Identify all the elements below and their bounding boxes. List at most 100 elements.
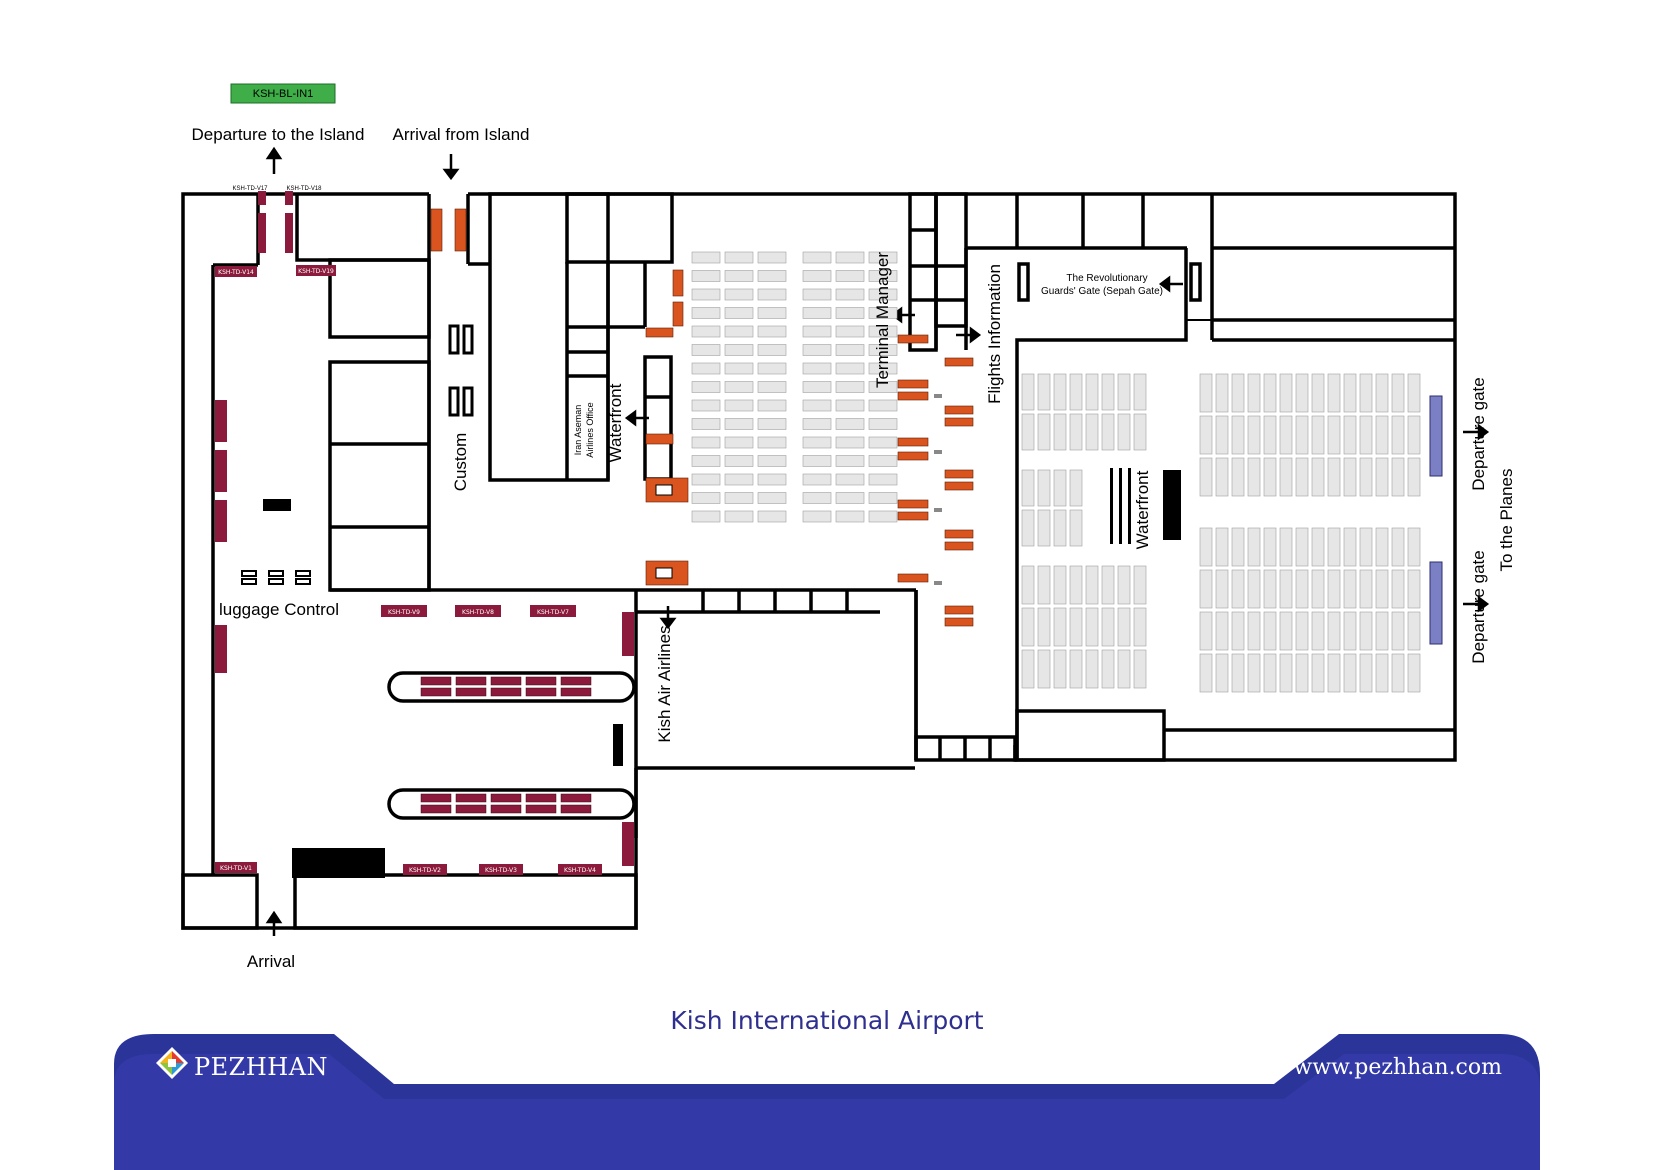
seat-block	[1117, 413, 1131, 451]
seat-block	[1263, 611, 1277, 651]
seat-block	[1407, 569, 1421, 609]
seat-block	[802, 251, 832, 264]
seat-block	[802, 455, 832, 467]
seat-block	[1295, 373, 1309, 413]
revolutionary-gate-line1: The Revolutionary	[1066, 273, 1147, 284]
seat-block	[1247, 373, 1261, 413]
seat-block	[1279, 373, 1293, 413]
seat-block	[802, 381, 832, 393]
flights-information-label: Flights Information	[985, 264, 1004, 404]
seat-block	[691, 381, 721, 393]
pezhhan-logo-icon	[156, 1047, 188, 1079]
seat-block	[1263, 653, 1277, 693]
seat-block	[1295, 569, 1309, 609]
seat-block	[1295, 415, 1309, 455]
seat-block	[1343, 653, 1357, 693]
seat-block	[724, 492, 754, 504]
seat-block	[1247, 653, 1261, 693]
seat-block	[1053, 373, 1067, 411]
seat-block	[691, 418, 721, 430]
tag-v18: KSH-TD-V18	[286, 186, 322, 192]
marker-inserts	[655, 484, 673, 579]
seat-block	[1021, 509, 1035, 547]
seat-block	[1117, 649, 1131, 689]
seat-block	[835, 418, 865, 430]
seat-block	[1199, 653, 1213, 693]
seat-block	[691, 436, 721, 449]
seat-block	[1021, 469, 1035, 507]
seat-block	[802, 307, 832, 319]
seat-block	[1407, 415, 1421, 455]
seat-block	[835, 288, 865, 301]
seat-block	[1037, 607, 1051, 647]
seat-block	[1375, 653, 1389, 693]
seat-block	[1215, 415, 1229, 455]
seat-block	[757, 288, 787, 301]
seat-block	[868, 455, 898, 467]
seat-block	[1327, 569, 1341, 609]
website-link[interactable]: www.pezhhan.com	[1293, 1055, 1502, 1080]
seat-block	[868, 344, 898, 356]
seat-block	[1279, 415, 1293, 455]
check-in-markers	[430, 208, 974, 627]
seat-block	[1279, 653, 1293, 693]
seat-block	[1295, 611, 1309, 651]
seat-block	[1021, 413, 1035, 451]
seat-block	[724, 473, 754, 486]
airport-floor-plan: KSH-BL-IN1 Departure to the Island Arriv…	[181, 83, 1516, 971]
seat-block	[1327, 373, 1341, 413]
belt-panels	[420, 676, 592, 814]
seat-block	[868, 510, 898, 523]
seat-block	[1133, 373, 1147, 411]
seat-block	[1375, 415, 1389, 455]
seat-block	[1391, 611, 1405, 651]
seat-block	[1021, 649, 1035, 689]
footer-title: Kish International Airport	[670, 1006, 984, 1035]
seat-block	[835, 436, 865, 449]
seat-block	[1215, 457, 1229, 497]
top-sign-plate	[230, 83, 336, 104]
seat-block	[835, 362, 865, 375]
seat-block	[802, 270, 832, 282]
seat-block	[1199, 611, 1213, 651]
seat-block	[691, 307, 721, 319]
footer-band	[114, 1034, 1540, 1170]
seat-block	[1279, 569, 1293, 609]
seat-block	[1215, 373, 1229, 413]
seat-block	[1247, 527, 1261, 567]
seat-block	[691, 251, 721, 264]
seat-block	[1069, 649, 1083, 689]
seat-block	[724, 288, 754, 301]
tag-v7: KSH-TD-V7	[537, 609, 569, 616]
seat-block	[757, 455, 787, 467]
kish-air-label: Kish Air Airlines	[655, 625, 674, 742]
seat-block	[724, 399, 754, 412]
seat-block	[1311, 415, 1325, 455]
seat-block	[1037, 373, 1051, 411]
seat-block	[1021, 607, 1035, 647]
seat-block	[1231, 527, 1245, 567]
seat-block	[1279, 611, 1293, 651]
seat-block	[1053, 565, 1067, 605]
seat-block	[1375, 569, 1389, 609]
seat-block	[868, 418, 898, 430]
seat-block	[868, 381, 898, 393]
seat-block	[868, 307, 898, 319]
seat-block	[757, 362, 787, 375]
seat-block	[724, 455, 754, 467]
seat-block	[1085, 413, 1099, 451]
seat-block	[1263, 373, 1277, 413]
seat-block	[1247, 457, 1261, 497]
seat-block	[802, 344, 832, 356]
departure-island-label: Departure to the Island	[192, 125, 365, 144]
seat-block	[1215, 611, 1229, 651]
seat-block	[1037, 509, 1051, 547]
seat-block	[1069, 373, 1083, 411]
seat-block	[1117, 373, 1131, 411]
seat-block	[1295, 457, 1309, 497]
seat-block	[691, 288, 721, 301]
seat-block	[1101, 649, 1115, 689]
seat-block	[1053, 469, 1067, 507]
departure-gate-1-label: Departure gate	[1469, 377, 1488, 490]
seat-block	[757, 399, 787, 412]
